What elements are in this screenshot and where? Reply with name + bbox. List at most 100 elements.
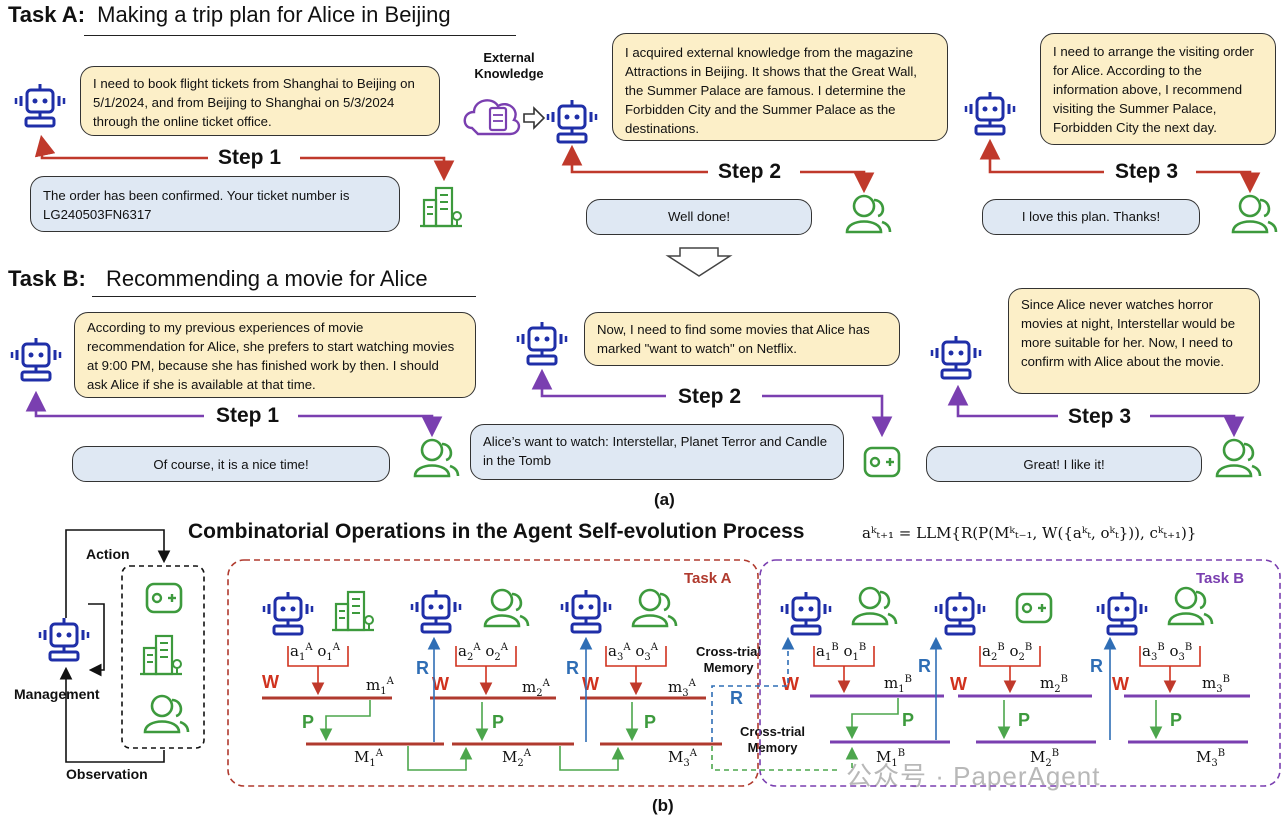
task-a-step3-line-left	[988, 150, 1104, 174]
person-icon	[851, 586, 898, 626]
task-a-step3-agent-bubble: I need to arrange the visiting order for…	[1040, 33, 1276, 145]
external-arrow-icon	[523, 106, 546, 130]
task-a-step1-arrow-up	[34, 134, 56, 158]
op-p-a2: P	[492, 712, 505, 732]
task-b-w-brackets	[813, 646, 1201, 694]
robot-icon	[410, 588, 462, 634]
observation-arrow	[59, 666, 165, 763]
op-p-b3: P	[1170, 710, 1183, 730]
task-a-underline	[84, 35, 516, 36]
task-b-step2-agent-bubble: Now, I need to find some movies that Ali…	[584, 312, 900, 366]
m3B: m3B	[1202, 674, 1230, 695]
m2A: m2A	[522, 678, 550, 699]
task-b-p-arrows	[845, 698, 1163, 740]
task-b-step3-env-bubble: Great! I like it!	[926, 446, 1202, 482]
task-a-step3-label: Step 3	[1115, 160, 1179, 183]
person-icon	[413, 438, 460, 478]
op-r-a3: R	[566, 658, 579, 678]
task-b-step1-agent-bubble: According to my previous experiences of …	[74, 312, 476, 398]
gamepad-icon	[863, 446, 901, 478]
panel-a-label: (a)	[654, 490, 675, 509]
task-a-title: Task A: Making a trip plan for Alice in …	[8, 2, 451, 28]
op-r-cross: R	[730, 688, 743, 708]
robot-icon	[964, 90, 1016, 136]
task-a-prefix: Task A:	[8, 2, 86, 27]
external-knowledge-label: External Knowledge	[474, 50, 544, 81]
a3B-o3B: a3B o3B	[1142, 642, 1193, 663]
task-b-step2-env-bubble: Alice’s want to watch: Interstellar, Pla…	[470, 424, 844, 480]
task-a-step1-label: Step 1	[218, 146, 282, 169]
task-b-title-text: Recommending a movie for Alice	[105, 266, 428, 291]
robot-icon	[262, 590, 314, 636]
task-a-step2-line-right	[800, 170, 875, 194]
op-p-a1: P	[302, 712, 315, 732]
op-w-b1: W	[782, 674, 799, 694]
task-a-step3-env-bubble: I love this plan. Thanks!	[982, 199, 1200, 235]
op-w-a1: W	[262, 672, 279, 692]
panel-b-label: (b)	[652, 796, 674, 815]
task-a-p-arrows	[319, 700, 859, 771]
M1B: M1B	[876, 748, 906, 769]
observation-label: Observation	[66, 766, 148, 782]
building-icon	[330, 590, 376, 632]
M1A: M1A	[354, 748, 383, 769]
M2A: M2A	[502, 748, 531, 769]
task-b-box-label: Task B	[1196, 570, 1245, 587]
op-p-a3: P	[644, 712, 657, 732]
building-icon	[418, 186, 464, 228]
task-b-step3-agent-bubble: Since Alice never watches horror movies …	[1008, 288, 1260, 394]
person-icon	[631, 588, 678, 628]
task-b-step3-label: Step 3	[1068, 405, 1132, 428]
task-b-underline	[92, 296, 476, 297]
task-a-box-label: Task A	[684, 570, 732, 587]
m1A: m1A	[366, 676, 394, 697]
task-b-step2-label: Step 2	[678, 385, 742, 408]
person-icon	[1167, 586, 1214, 626]
task-a-w-brackets	[287, 646, 667, 696]
task-b-m-lines	[810, 694, 1250, 744]
op-r-b2: R	[918, 656, 931, 676]
task-a-step2-env-bubble: Well done!	[586, 199, 812, 235]
gamepad-icon	[145, 582, 183, 614]
a3A-o3A: a3A o3A	[608, 642, 658, 663]
task-a-step1-line-left	[40, 146, 208, 160]
cloud-database-icon	[463, 99, 521, 136]
op-p-b2: P	[1018, 710, 1031, 730]
a2B-o2B: a2B o2B	[982, 642, 1033, 663]
robot-icon	[14, 82, 66, 128]
management-label: Management	[14, 686, 100, 702]
robot-icon	[516, 320, 568, 366]
robot-icon	[10, 336, 62, 382]
task-a-step2-label: Step 2	[718, 160, 782, 183]
task-a-step2-agent-bubble: I acquired external knowledge from the m…	[612, 33, 948, 141]
environment-box	[121, 565, 205, 749]
person-icon	[143, 694, 190, 734]
task-b-step3-line-left	[956, 398, 1058, 418]
person-icon	[1215, 438, 1262, 478]
task-a-step1-agent-bubble: I need to book flight tickets from Shang…	[80, 66, 440, 136]
task-a-m-lines	[262, 696, 722, 746]
task-b-step2-line-right	[762, 394, 893, 438]
m3A: m3A	[668, 678, 696, 699]
panel-b-formula: aᵏₜ₊₁ = LLM{R(P(Mᵏₜ₋₁, W({aᵏₜ, oᵏₜ})), c…	[862, 524, 1197, 542]
task-b-step1-label: Step 1	[216, 404, 280, 427]
robot-icon	[780, 590, 832, 636]
op-r-a2: R	[416, 658, 429, 678]
task-a-step1-env-bubble: The order has been confirmed. Your ticke…	[30, 176, 400, 232]
building-icon	[138, 634, 184, 676]
task-b-step1-line-left	[34, 404, 204, 418]
task-b-box	[759, 559, 1281, 787]
action-label: Action	[86, 546, 130, 562]
panel-b-title: Combinatorial Operations in the Agent Se…	[188, 520, 805, 543]
robot-icon	[546, 98, 598, 144]
task-a-r-arrows	[427, 636, 795, 742]
robot-icon	[38, 616, 90, 662]
down-arrow-icon	[665, 247, 733, 277]
task-b-step3-line-right	[1150, 414, 1245, 438]
task-a-box	[227, 559, 759, 787]
task-b-r-arrows	[929, 636, 1117, 740]
task-a-title-text: Making a trip plan for Alice in Beijing	[97, 2, 451, 27]
m1B: m1B	[884, 674, 912, 695]
task-b-title: Task B: Recommending a movie for Alice	[8, 266, 428, 292]
